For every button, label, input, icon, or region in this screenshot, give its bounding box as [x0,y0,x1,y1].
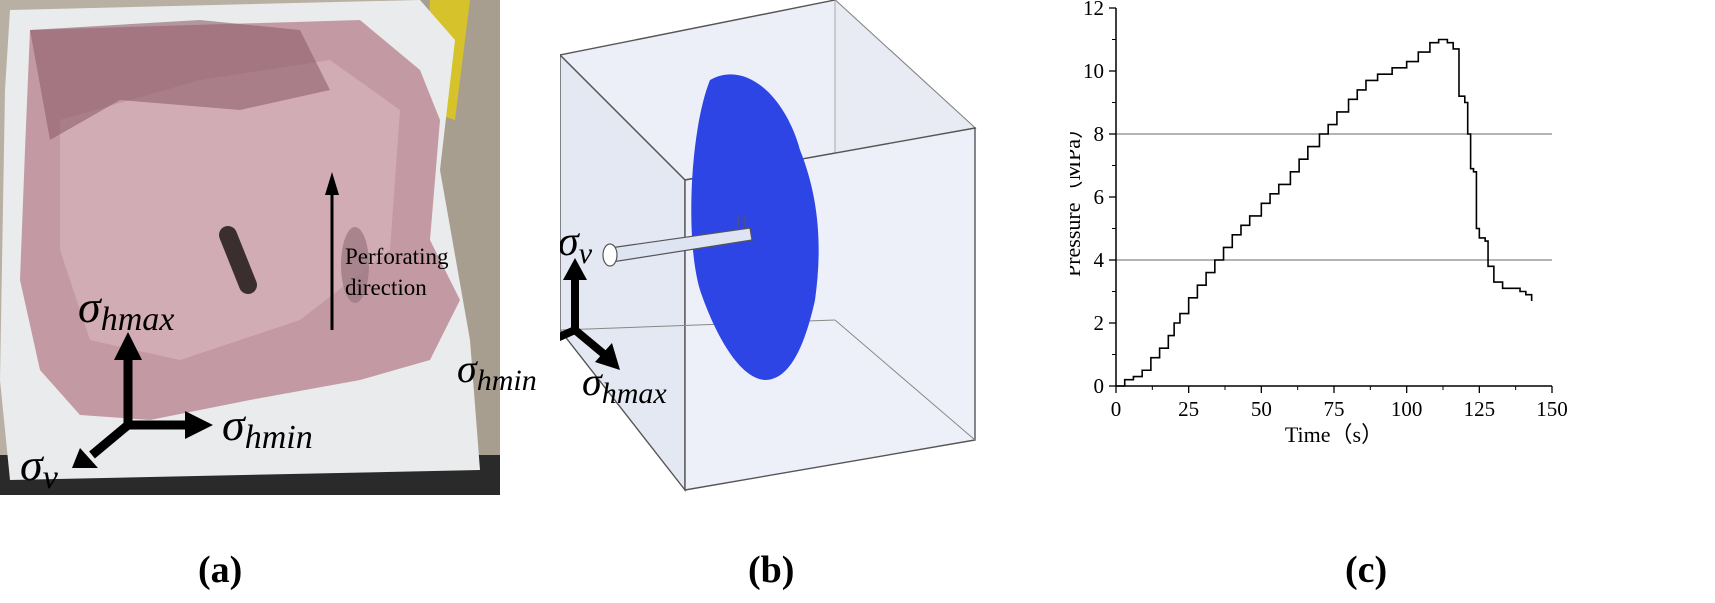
pressure-series-line [1116,38,1533,387]
chart-x-axis-label: Time（s） [1285,422,1383,447]
x-tick-label: 125 [1464,397,1496,421]
x-tick-label: 25 [1178,397,1199,421]
sigma-v-label-b: σv [560,219,593,270]
x-tick-label: 150 [1536,397,1568,421]
perforating-label-line1: Perforating [345,244,449,269]
chart-y-axis-label: Pressure（MPa） [1070,117,1085,277]
y-tick-label: 4 [1094,248,1105,272]
panel-a-photo: Perforating direction σhmax σhmin σv [0,0,500,496]
panel-b-schematic: σv σhmax [512,0,1060,495]
cube-hidden-edge-2 [834,319,976,441]
sigma-hmin-label-b-wrap: σhmin [457,346,537,397]
sigma-hmax-label-b: σhmax [582,359,667,410]
y-tick-label: 12 [1083,0,1104,20]
caption-c: (c) [1345,549,1388,591]
x-tick-label: 50 [1251,397,1272,421]
chart-ticks: 0 25 50 75 100 125 150 0 2 4 6 8 10 12 [1083,0,1568,421]
fracture-plane [691,74,819,380]
x-tick-label: 0 [1111,397,1122,421]
y-tick-label: 10 [1083,59,1104,83]
y-tick-label: 0 [1094,374,1105,398]
fracture-surface-light [60,60,400,360]
pressure-time-chart: 0 25 50 75 100 125 150 0 2 4 6 8 10 12 Time（s） Pressu… [1060,0,1568,447]
caption-b: (b) [748,549,795,591]
y-tick-label: 6 [1094,185,1105,209]
cube-schematic: σv σhmax [512,0,977,493]
chart-reference-lines [1116,133,1552,261]
borehole-pipe-end [602,243,618,267]
annotation-bubble [341,227,369,303]
perforation-borehole [219,226,257,294]
sigma-hmax-label-a: σhmax [78,281,174,338]
fracture-surface-dark [30,20,330,140]
y-tick-label: 8 [1094,122,1105,146]
perforating-label-line2: direction [345,275,427,300]
perforating-arrow-head [325,172,339,195]
y-tick-label: 2 [1094,311,1105,335]
panel-c-chart: 0 25 50 75 100 125 150 0 2 4 6 8 10 12 Time（s） Pressu… [1060,0,1715,500]
stress-axes-a [72,332,213,468]
sigma-v-label-a: σv [20,439,59,495]
sigma-hmin-label-a: σhmin [222,399,313,456]
x-tick-label: 100 [1391,397,1423,421]
caption-a: (a) [198,549,243,591]
chart-axes [1115,8,1552,387]
x-tick-label: 75 [1324,397,1345,421]
specimen-photo: Perforating direction σhmax σhmin σv [0,0,500,496]
sigma-hmin-label-b: σhmin [457,346,537,397]
